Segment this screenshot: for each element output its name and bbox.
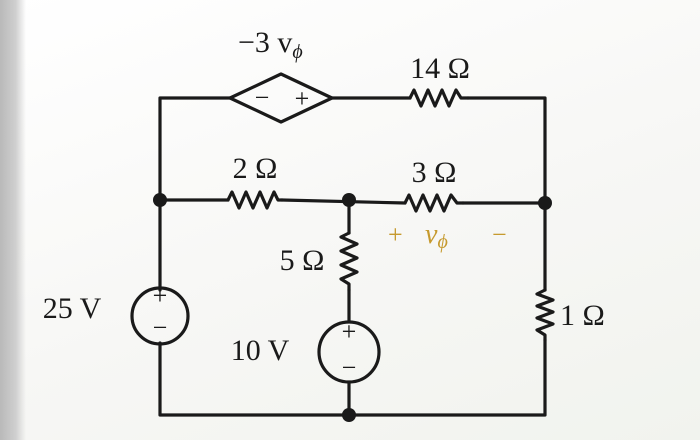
dep-plus-sign: +: [295, 84, 310, 113]
source-10v: [317, 320, 381, 384]
resistor-14ohm: [408, 88, 470, 108]
photo-edge-shadow: [0, 0, 26, 440]
src10-plus-sign: +: [342, 317, 357, 346]
label-2ohm: 2 Ω: [233, 152, 278, 185]
label-3ohm: 3 Ω: [412, 156, 457, 189]
src25-minus-sign: −: [153, 313, 168, 342]
right-top-wire: [466, 96, 547, 205]
label-10v: 10 V: [231, 334, 290, 367]
dependent-source-label: −3 vϕ: [238, 26, 303, 63]
src25-plus-sign: +: [153, 281, 168, 310]
resistor-2ohm: [226, 190, 284, 210]
label-14ohm: 14 Ω: [410, 52, 470, 85]
resistor-3ohm: [403, 193, 465, 213]
vphi-label: vϕ: [425, 219, 448, 253]
vphi-plus-sign: +: [388, 220, 403, 249]
source-25v: [130, 286, 190, 346]
resistor-1ohm: [535, 288, 555, 342]
node-right: [538, 196, 552, 210]
left-top-wire: [158, 96, 232, 292]
resistor-5ohm: [339, 231, 359, 292]
node-middle: [342, 193, 356, 207]
node-bottom: [342, 408, 356, 422]
label-5ohm: 5 Ω: [280, 244, 325, 277]
dep-minus-sign: −: [255, 83, 270, 112]
dependent-voltage-source: [228, 72, 334, 124]
node-left: [153, 193, 167, 207]
src10-minus-sign: −: [342, 353, 357, 382]
vphi-minus-sign: −: [492, 220, 507, 249]
label-25v: 25 V: [43, 292, 102, 325]
label-1ohm: 1 Ω: [560, 299, 605, 332]
